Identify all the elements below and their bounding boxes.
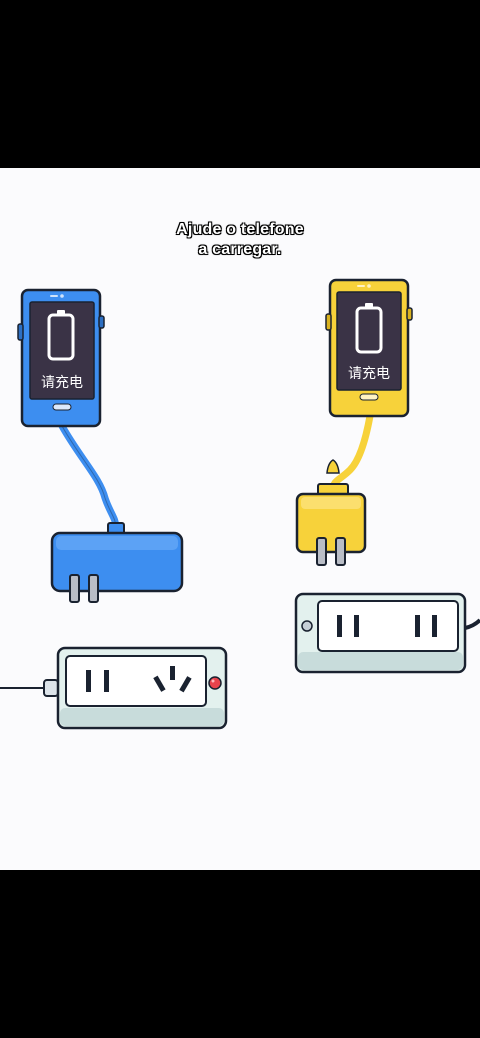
power-strip-right[interactable] — [294, 592, 480, 674]
yellow-charger[interactable] — [295, 459, 367, 566]
bottom-letterbox — [0, 870, 480, 1038]
yellow-phone-screen-text: 请充电 — [348, 366, 390, 382]
blue-phone[interactable] — [17, 288, 105, 428]
yellow-cable — [329, 412, 374, 494]
power-strip-left[interactable] — [0, 646, 228, 730]
top-letterbox — [0, 0, 480, 168]
blue-phone-screen-text: 请充电 — [41, 375, 83, 391]
blue-charger[interactable] — [50, 522, 184, 603]
yellow-phone[interactable] — [325, 278, 413, 418]
battery-empty-icon — [47, 310, 75, 361]
subtitle-caption: Ajude o telefone a carregar. — [0, 220, 480, 260]
blue-cable — [58, 422, 120, 532]
battery-empty-icon — [355, 303, 383, 354]
game-stage: 请充电 请充电 — [0, 168, 480, 870]
caption-line-1: Ajude o telefone — [176, 221, 304, 238]
caption-line-2: a carregar. — [198, 241, 282, 258]
